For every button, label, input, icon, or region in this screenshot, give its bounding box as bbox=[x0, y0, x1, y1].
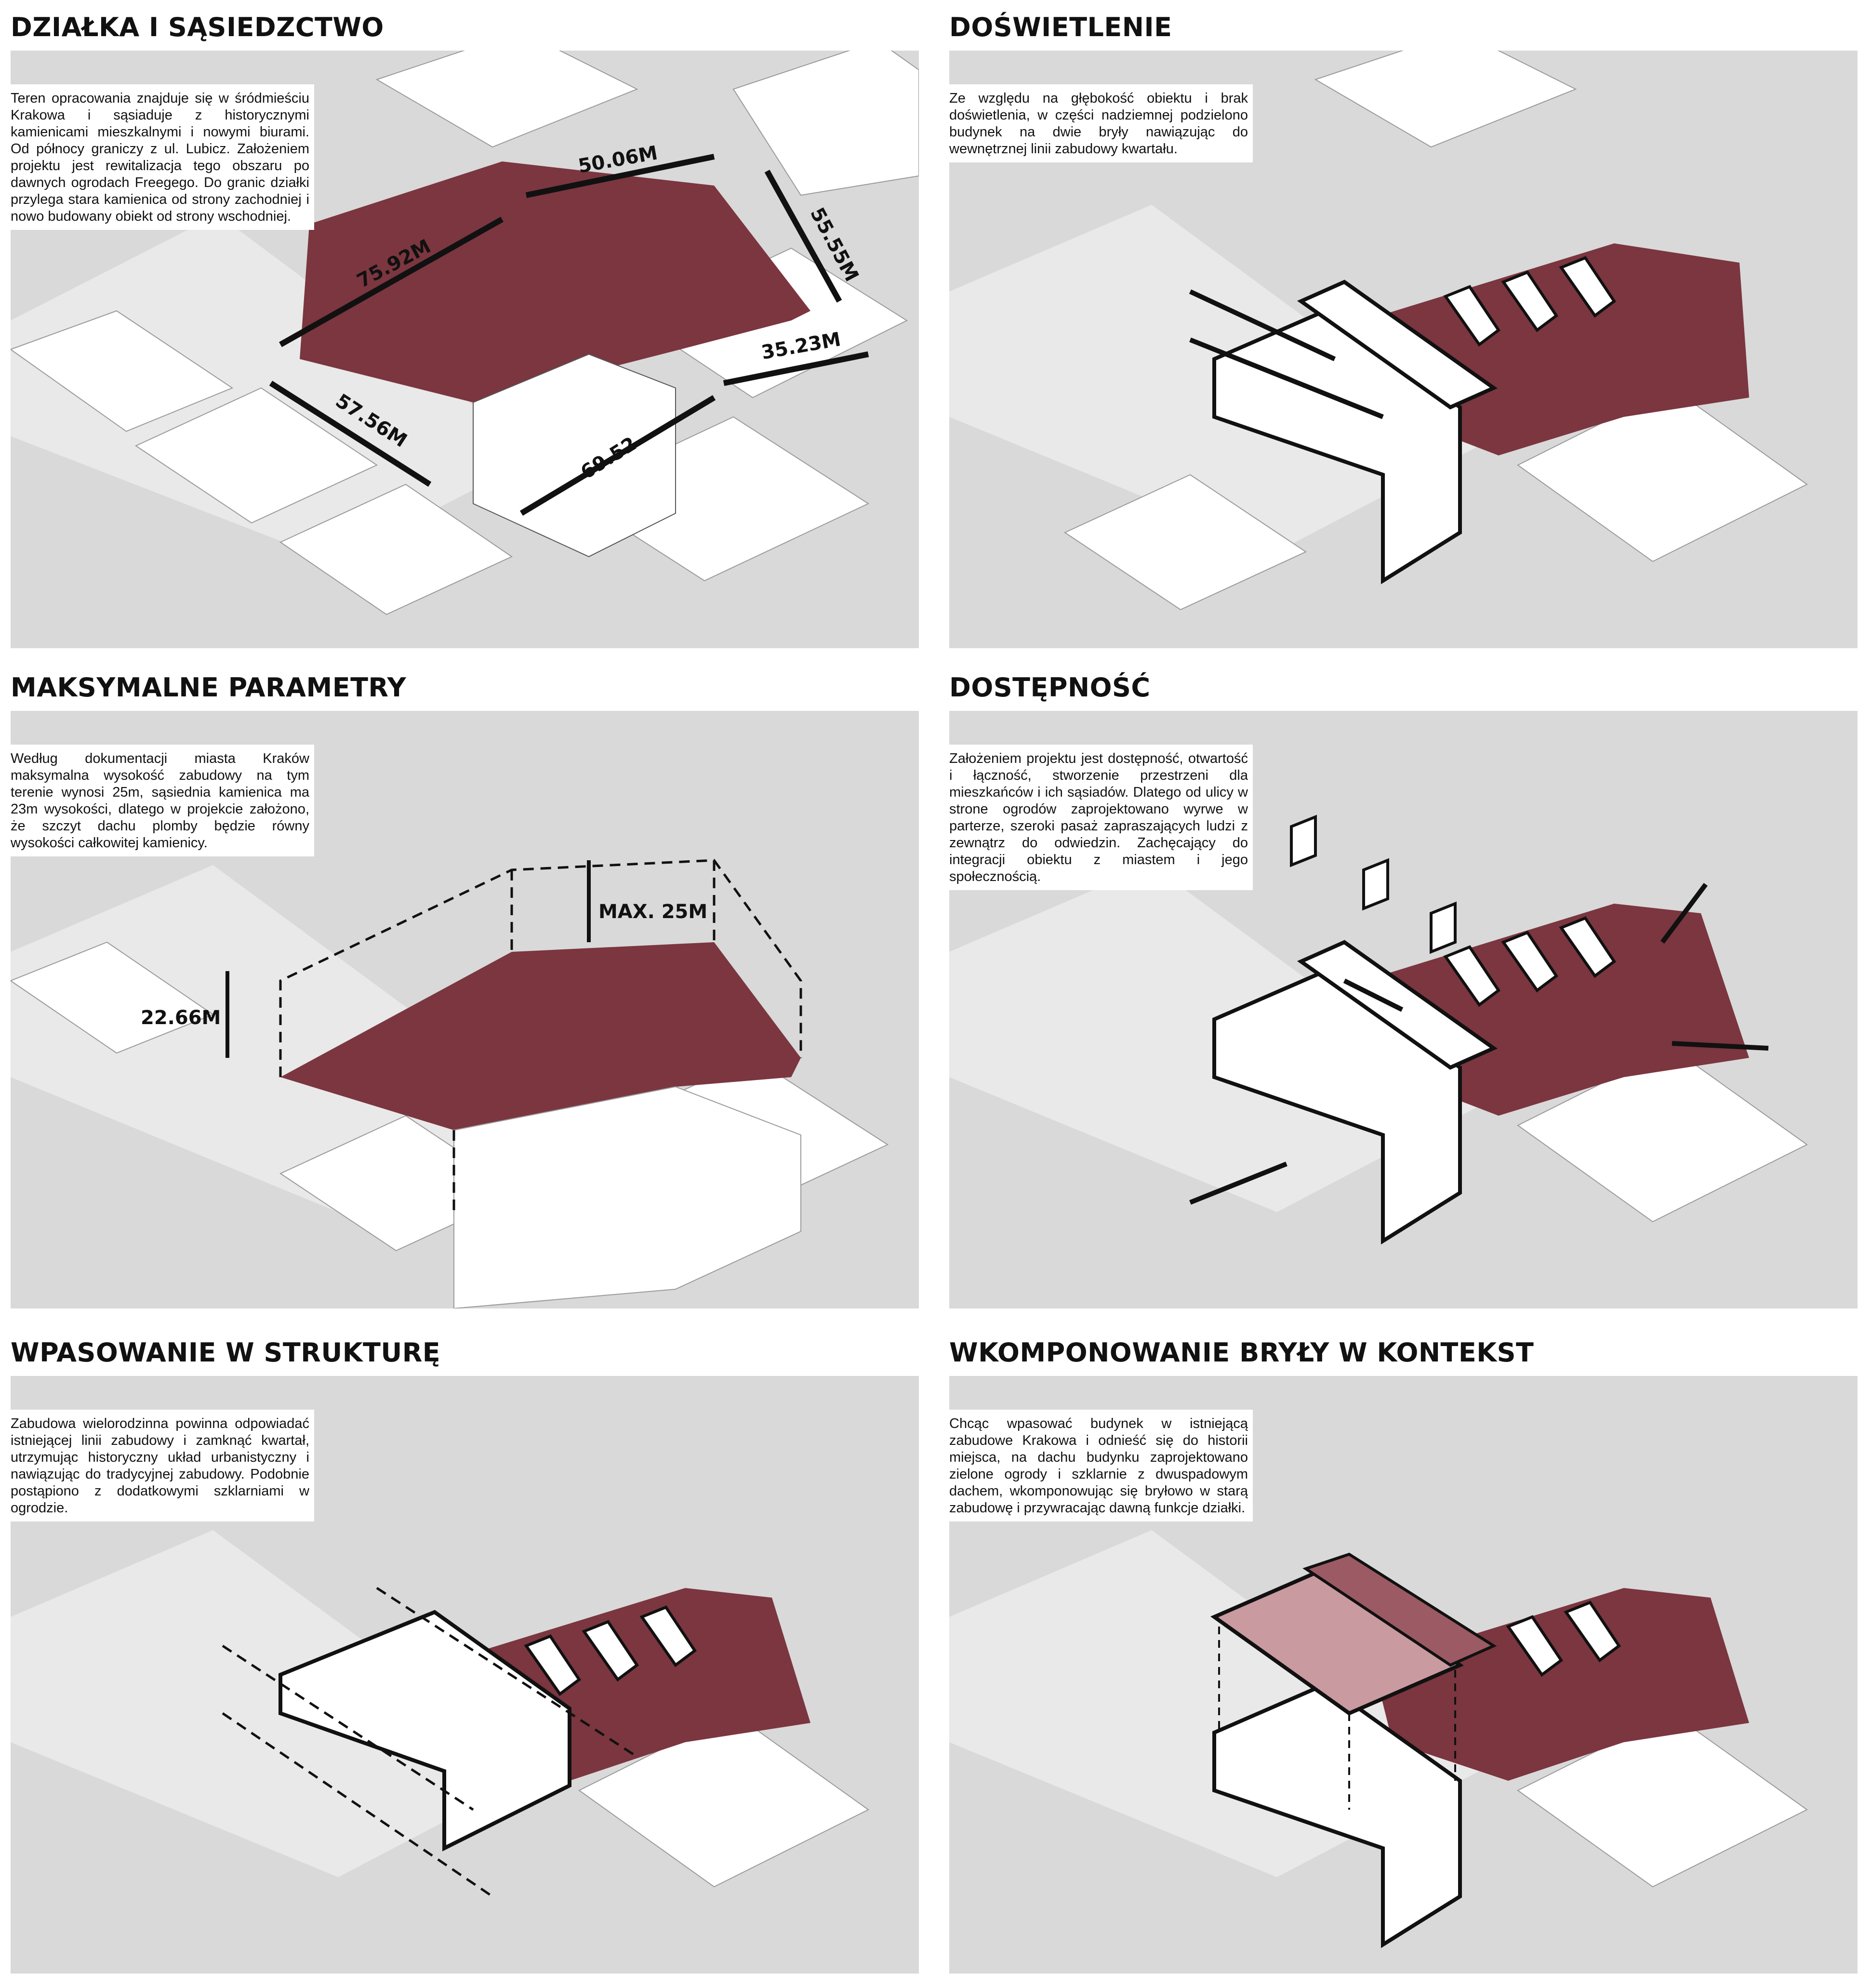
height-label: 22.66M bbox=[141, 1007, 221, 1029]
panel-max-parameters: MAKSYMALNE PARAMETRY MAX. 25M 22.66M We bbox=[11, 672, 919, 1323]
panel-title: WPASOWANIE W STRUKTURĘ bbox=[11, 1337, 440, 1368]
panel-daylight: DOŚWIETLENIE Ze względu na głębokość obi… bbox=[949, 12, 1858, 663]
panel-description: Teren opracowania znajduje się w śródmie… bbox=[11, 84, 314, 230]
panel-accessibility: DOSTĘPNOŚĆ bbox=[949, 672, 1858, 1323]
panel-description: Ze względu na głębokość obiektu i brak d… bbox=[949, 84, 1253, 162]
panel-title: DOSTĘPNOŚĆ bbox=[949, 672, 1151, 703]
panel-title: DOŚWIETLENIE bbox=[949, 12, 1172, 42]
panel-description: Chcąc wpasować budynek w istniejącą zabu… bbox=[949, 1410, 1253, 1521]
panel-title: DZIAŁKA I SĄSIEDZCTWO bbox=[11, 12, 384, 42]
panel-massing-context: WKOMPONOWANIE BRYŁY W KONTEKST Chcąc wpa… bbox=[949, 1337, 1858, 1988]
panel-site-context: DZIAŁKA I SĄSIEDZCTWO 75.92M 50.06M bbox=[11, 12, 919, 663]
panel-description: Zabudowa wielorodzinna powinna odpowiada… bbox=[11, 1410, 314, 1521]
panel-urban-fit: WPASOWANIE W STRUKTURĘ Zabudowa wielorod… bbox=[11, 1337, 919, 1988]
panel-title: MAKSYMALNE PARAMETRY bbox=[11, 672, 406, 703]
panel-description: Według dokumentacji miasta Kraków maksym… bbox=[11, 745, 314, 856]
panel-title: WKOMPONOWANIE BRYŁY W KONTEKST bbox=[949, 1337, 1534, 1368]
panel-description: Założeniem projektu jest dostępność, otw… bbox=[949, 745, 1253, 890]
height-label: MAX. 25M bbox=[598, 901, 707, 923]
